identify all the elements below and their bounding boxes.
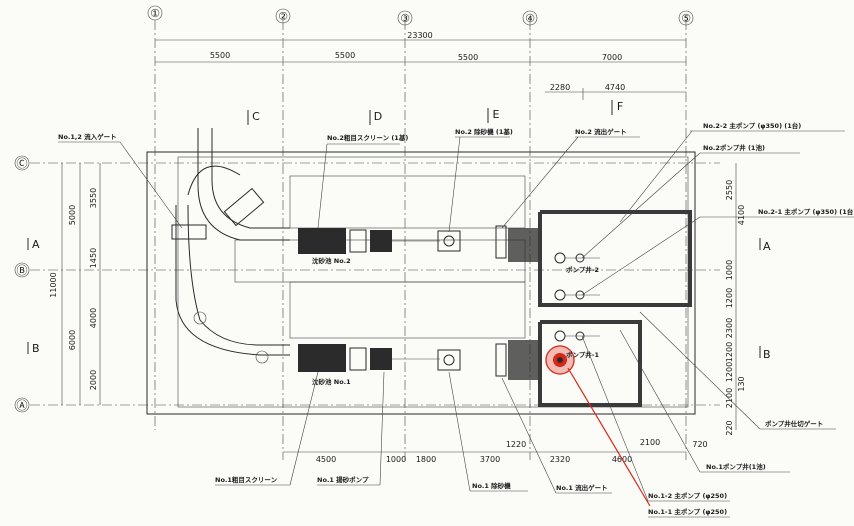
dim-right-4: 1200	[725, 288, 734, 308]
inlet-pipes	[171, 128, 290, 364]
top-dimensions: 23300 5500 5500 5500 7000 2280 4740	[155, 31, 686, 100]
row-axis-labels: Ⓒ Ⓑ Ⓐ	[14, 155, 30, 413]
dim-right-9: 130	[737, 376, 746, 391]
label-tank-2: 沈砂池 No.2	[312, 256, 351, 265]
dim-right-8: 2100	[725, 388, 734, 408]
dim-left-inner-1: 3550	[89, 188, 98, 208]
dim-right-1: 2550	[725, 180, 734, 200]
dim-left-outer-1: 5000	[68, 205, 77, 225]
axis-col-2: ②	[278, 10, 288, 23]
dim-bottom-4: 3700	[480, 455, 500, 464]
label-screen-1: No.1粗目スクリーン	[215, 475, 278, 484]
label-valve-1-1: No.1-1 主ポンプ (φ250)	[648, 507, 727, 516]
callouts: No.1,2 流入ゲート No.2粗目スクリーン (1基) No.2 除砂機 (…	[58, 121, 854, 518]
label-grit-pump-1: No.1 揚砂ポンプ	[317, 475, 369, 484]
dim-left-inner-3: 4000	[89, 308, 98, 328]
right-dimensions: 2550 4100 1000 1200 2300 1200 1200 2100 …	[725, 163, 746, 436]
axis-col-4: ④	[525, 12, 535, 25]
dim-left-total: 11000	[49, 272, 58, 297]
label-valve-2-1: No.2-1 主ポンプ (φ350) (1台)	[758, 207, 854, 216]
label-outgate-1: No.1 流出ゲート	[556, 483, 608, 492]
dim-top-3: 5500	[458, 53, 478, 62]
dim-left-outer-2: 6000	[68, 330, 77, 350]
axis-col-5: ⑤	[681, 12, 691, 25]
label-pit-gate: ポンプ井仕切ゲート	[765, 419, 823, 428]
dim-bottom-5: 2320	[550, 455, 570, 464]
section-a-left: A	[32, 238, 40, 251]
section-markers: C D E F A A B B	[27, 100, 771, 361]
grit-remover-1	[437, 349, 461, 371]
dim-top-4: 7000	[602, 53, 622, 62]
section-a-right: A	[763, 240, 771, 253]
axis-col-3: ③	[400, 12, 410, 25]
label-screen-2: No.2粗目スクリーン (1基)	[327, 133, 408, 142]
dim-top-2: 5500	[335, 51, 355, 60]
dim-top-1: 5500	[210, 51, 230, 60]
dim-right-2: 4100	[737, 205, 746, 225]
dim-sub-1: 2280	[550, 83, 570, 92]
dim-sub-2: 4740	[605, 83, 625, 92]
section-e: E	[493, 108, 500, 121]
dim-left-inner-2: 1450	[89, 248, 98, 268]
dim-right-bottom: 220	[725, 420, 734, 435]
label-inlet-gate: No.1,2 流入ゲート	[58, 132, 117, 141]
dim-right-7: 1200	[725, 362, 734, 382]
section-c: C	[252, 110, 260, 123]
axis-row-b: Ⓑ	[17, 264, 28, 277]
section-d: D	[374, 110, 382, 123]
axis-col-1: ①	[150, 7, 160, 20]
label-pump-room-1: ポンプ井-1	[566, 350, 600, 359]
label-valve-1-2: No.1-2 主ポンプ (φ250)	[648, 491, 727, 500]
label-grit-2: No.2 除砂機 (1基)	[455, 127, 513, 136]
dim-bottom-extra-2: 2100	[640, 438, 660, 447]
dim-bottom-extra-1: 1220	[506, 440, 526, 449]
dim-bottom-1: 4500	[316, 455, 336, 464]
pump-pit-2	[538, 210, 692, 307]
dim-total-top: 23300	[407, 31, 432, 40]
dim-left-inner-4: 2000	[89, 370, 98, 390]
left-dimensions: 11000 5000 6000 3550 1450 4000 2000	[49, 163, 101, 405]
outlet-gates	[495, 225, 540, 380]
label-valve-2-2: No.2-2 主ポンプ (φ350) (1台)	[703, 121, 801, 130]
label-tank-1: 沈砂池 No.1	[312, 377, 351, 386]
screen-upper	[298, 228, 440, 254]
pump-pit-1	[538, 320, 642, 407]
highlight-leader	[567, 367, 651, 507]
dim-bottom-3: 1800	[416, 455, 436, 464]
screen-lower	[298, 344, 440, 372]
dim-bottom-2: 1000	[386, 455, 406, 464]
section-f: F	[617, 100, 623, 113]
label-pit-2: No.2ポンプ井 (1池)	[703, 143, 765, 152]
axis-row-a: Ⓐ	[17, 399, 28, 412]
axis-row-c: Ⓒ	[17, 157, 28, 170]
column-axis-labels: ① ② ③ ④ ⑤	[147, 5, 694, 26]
highlight-pump-1-1	[545, 345, 651, 507]
dim-right-3: 1000	[725, 260, 734, 280]
label-grit-1: No.1 除砂機	[472, 481, 511, 490]
label-outgate-2: No.2 流出ゲート	[575, 127, 627, 136]
dim-right-6: 1200	[725, 342, 734, 362]
grit-remover-2	[437, 230, 461, 252]
bottom-dimensions: 4500 1000 1800 3700 2320 4600 1220 2100 …	[283, 438, 708, 464]
label-pit-1: No.1ポンプ井(1池)	[706, 462, 766, 471]
dim-bottom-extra-3: 720	[692, 440, 707, 449]
structure-outline	[146, 151, 696, 415]
section-b-right: B	[763, 348, 771, 361]
section-b-left: B	[32, 342, 40, 355]
label-pump-room-2: ポンプ井-2	[566, 265, 599, 274]
dim-right-5: 2300	[725, 318, 734, 338]
